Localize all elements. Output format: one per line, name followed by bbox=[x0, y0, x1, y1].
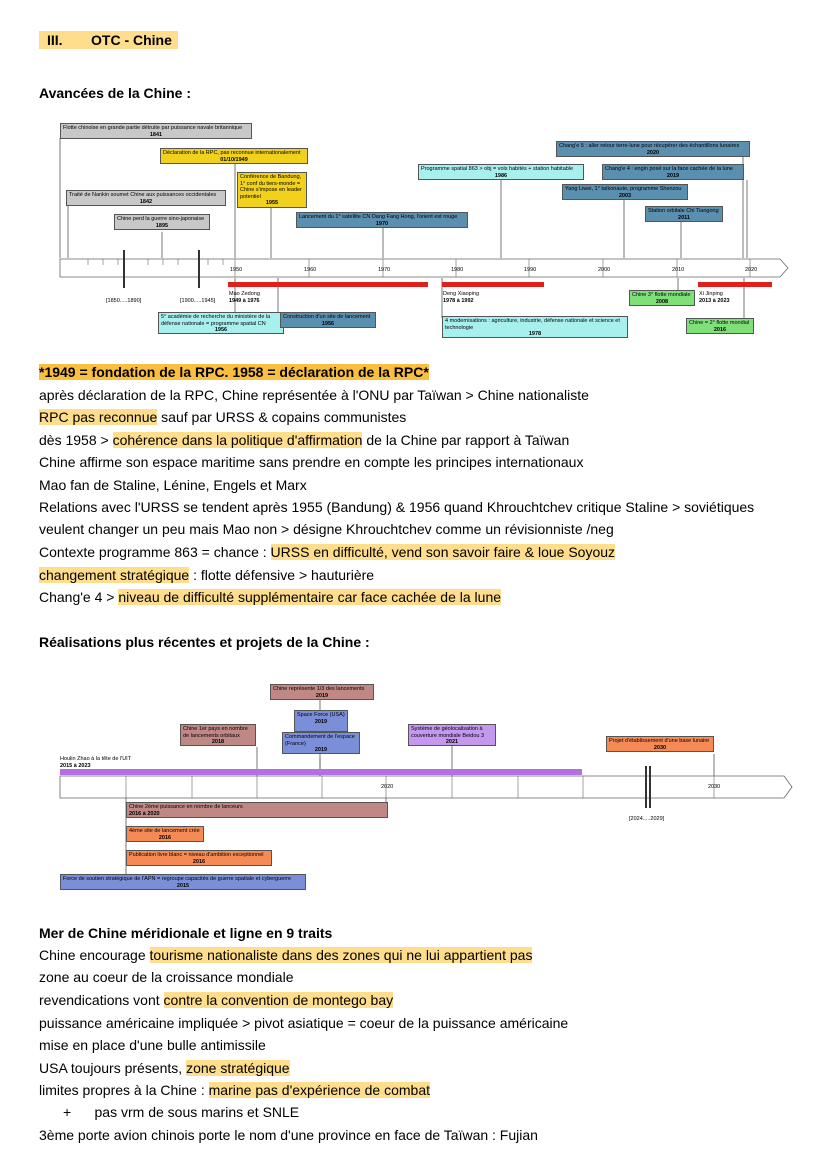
event-box: Lancement du 1° satellite CN Dang Fang H… bbox=[296, 212, 468, 228]
timeline-1-lines bbox=[59, 138, 789, 320]
section-title-text: OTC - Chine bbox=[91, 32, 172, 48]
note-line: après déclaration de la RPC, Chine repré… bbox=[39, 387, 589, 403]
note-line: *1949 = fondation de la RPC. 1958 = décl… bbox=[39, 364, 429, 380]
event-box: Conférence de Bandung, 1° conf du tiers-… bbox=[237, 172, 307, 208]
note-line: mise en place d'une bulle antimissile bbox=[39, 1037, 266, 1053]
note-line: Chang'e 4 > niveau de difficulté supplém… bbox=[39, 589, 502, 605]
note-line: limites propres à la Chine : marine pas … bbox=[39, 1082, 430, 1098]
heading-realisations: Réalisations plus récentes et projets de… bbox=[39, 634, 370, 650]
event-box: Chang'e 4 : engin posé sur la face caché… bbox=[602, 164, 744, 180]
event-box: Chang'e 5 : aller retour terre-lune pour… bbox=[556, 141, 750, 157]
event-box: Programme spatial 863 > obj = vols habit… bbox=[418, 164, 584, 180]
tick-label: 2000 bbox=[598, 267, 611, 273]
timeline-avancees: 1950 1960 1970 1980 1990 2000 2010 2020 … bbox=[58, 118, 794, 344]
event-box: Flotte chinoise en grande partie détruit… bbox=[60, 123, 252, 139]
note-line: Relations avec l'URSS se tendent après 1… bbox=[39, 499, 755, 515]
tick-label: 1980 bbox=[451, 267, 464, 273]
range-label: [2024.....2029] bbox=[629, 816, 665, 822]
note-line: Contexte programme 863 = chance : URSS e… bbox=[39, 544, 616, 560]
event-box: Force de soutien stratégique de l'APN = … bbox=[60, 874, 306, 890]
event-box: Yang Liwei, 1° taïkonaute, programme She… bbox=[562, 184, 688, 200]
note-line: changement stratégique : flotte défensiv… bbox=[39, 567, 375, 583]
section-number: III. bbox=[47, 32, 63, 48]
heading-avancees: Avancées de la Chine : bbox=[39, 85, 191, 101]
note-line: Chine affirme son espace maritime sans p… bbox=[39, 454, 584, 470]
note-line: 3ème porte avion chinois porte le nom d'… bbox=[39, 1127, 538, 1143]
event-box: Chine 1er pays en nombre de lancements o… bbox=[180, 724, 256, 746]
note-line: RPC pas reconnue sauf par URSS & copains… bbox=[39, 409, 407, 425]
note-line: Chine encourage tourisme nationaliste da… bbox=[39, 947, 533, 963]
tick-label: 1960 bbox=[304, 267, 317, 273]
event-box: Chine 2ème puissance en nombre de lanceu… bbox=[126, 802, 388, 818]
note-line: USA toujours présents, zone stratégique bbox=[39, 1060, 290, 1076]
tick-label: 1990 bbox=[524, 267, 537, 273]
range-label: [1850.....1890] bbox=[106, 298, 142, 304]
note-line: dès 1958 > cohérence dans la politique d… bbox=[39, 432, 570, 448]
range-label: [1900.....1945] bbox=[180, 298, 216, 304]
tick-label: 1970 bbox=[378, 267, 391, 273]
event-box: 4 modernisations : agriculture, industri… bbox=[442, 316, 628, 338]
section-title: III. OTC - Chine bbox=[39, 31, 178, 49]
tick-label: 2030 bbox=[708, 784, 721, 790]
event-box: Commandement de l'espace (France)2019 bbox=[282, 732, 360, 754]
note-line: Mao fan de Staline, Lénine, Engels et Ma… bbox=[39, 477, 307, 493]
event-box: Système de géolocalisation à couverture … bbox=[408, 724, 496, 746]
heading-mer-de-chine: Mer de Chine méridionale et ligne en 9 t… bbox=[39, 925, 333, 941]
note-line: zone au coeur de la croissance mondiale bbox=[39, 969, 294, 985]
note-line-bullet: + pas vrm de sous marins et SNLE bbox=[63, 1104, 300, 1120]
event-box: Projet d'établissement d'une base lunair… bbox=[606, 736, 714, 752]
note-line: veulent changer un peu mais Mao non > dé… bbox=[39, 521, 614, 537]
tick-label: 2010 bbox=[672, 267, 685, 273]
event-box: Déclaration de la RPC, pas reconnue inte… bbox=[160, 148, 308, 164]
event-box: 5° académie de recherche du ministère de… bbox=[158, 312, 284, 334]
tick-label: 1950 bbox=[230, 267, 243, 273]
event-box: Space Force (USA)2019 bbox=[294, 710, 348, 732]
note-line: revendications vont contre la convention… bbox=[39, 992, 394, 1008]
tick-label: 2020 bbox=[381, 784, 394, 790]
timeline-realisations: 2020 2030 [2024.....2029] Houlin Zhao à … bbox=[58, 680, 794, 894]
event-box: Publication livre blanc = niveau d'ambit… bbox=[126, 850, 272, 866]
note-line: puissance américaine impliquée > pivot a… bbox=[39, 1015, 569, 1031]
tick-label: 2020 bbox=[745, 267, 758, 273]
event-box: Traité de Nankin soumet Chine aux puissa… bbox=[66, 190, 226, 206]
